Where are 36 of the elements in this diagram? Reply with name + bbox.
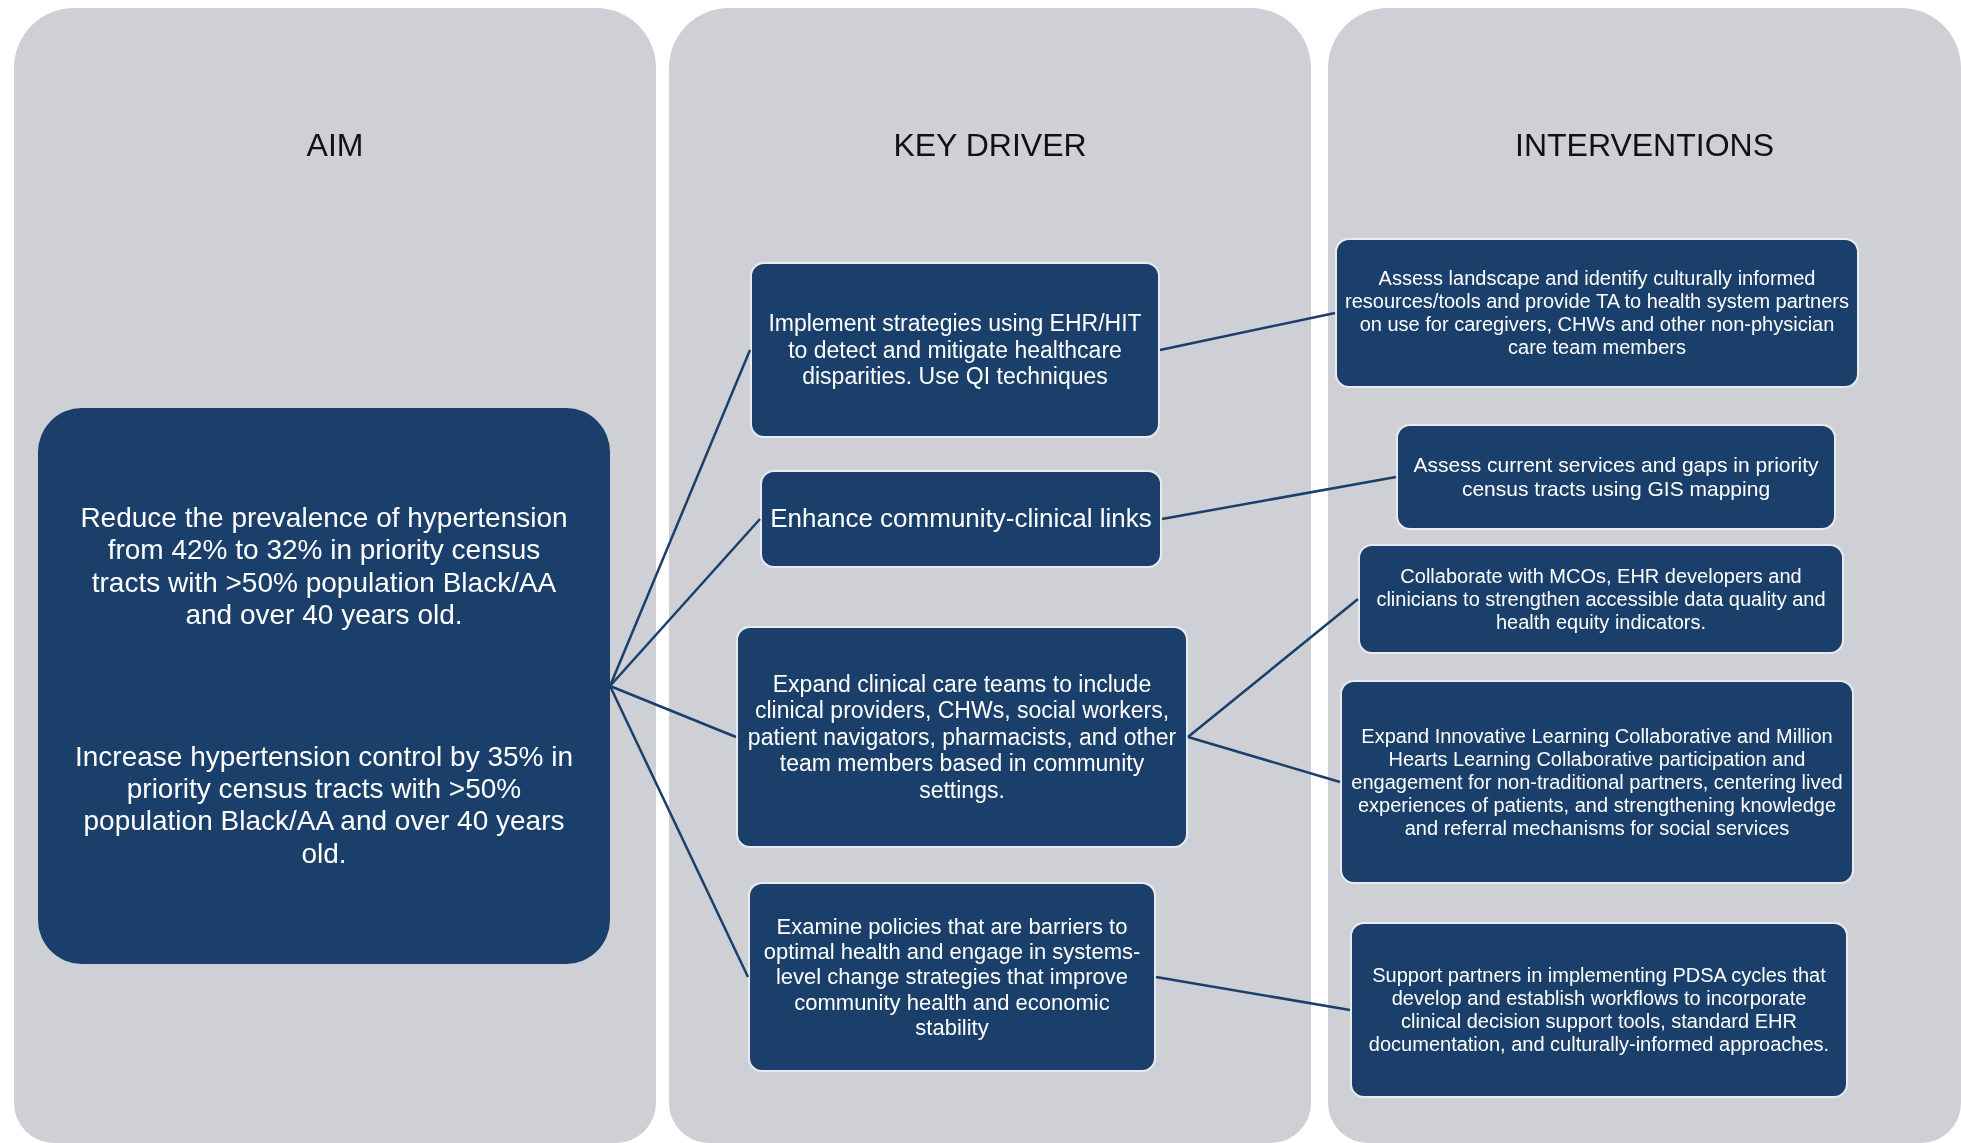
aim-box: [38, 408, 610, 964]
connector-line: [1187, 735, 1341, 784]
box-text: Enhance community-clinical links: [770, 504, 1152, 534]
driver-box: [1396, 424, 1836, 530]
connector-line: [609, 518, 761, 687]
driver-box: [1350, 922, 1848, 1098]
box-text: Expand Innovative Learning Collaborative and Million Hearts Learning Collaborative participation and engagement for non-traditional partners, centering lived experiences of patients, and strengthening knowledge and referral mechanisms for social services: [1350, 724, 1844, 840]
column-heading: AIM: [305, 126, 365, 165]
driver-box: [760, 470, 1162, 568]
connector-line: [608, 349, 752, 687]
connector-line: [609, 684, 737, 739]
box-text: Support partners in implementing PDSA cycles that develop and establish workflows to incorporate clinical decision support tools, standard EHR documentation, and culturally-informed approaches.: [1367, 964, 1831, 1056]
driver-box: [750, 262, 1160, 438]
column-panel: [14, 8, 656, 1143]
connector-line: [608, 685, 750, 978]
box-text: Assess landscape and identify culturally informed resources/tools and provide TA to health system partners on use for caregivers, CHWs and other non-physician care team members: [1345, 267, 1849, 359]
driver-box: [1335, 238, 1859, 388]
driver-box: [1340, 680, 1854, 884]
box-text: Expand clinical care teams to include clinical providers, CHWs, social workers, patient navigators, pharmacists, and other team members based in community settings.: [746, 670, 1178, 804]
box-text: Collaborate with MCOs, EHR developers and clinicians to strengthen accessible data quality and health equity indicators.: [1375, 564, 1827, 634]
box-text: Examine policies that are barriers to optimal health and engage in systems-level change strategies that improve community health and economic stability: [762, 913, 1142, 1041]
column-heading: INTERVENTIONS: [1514, 126, 1775, 165]
column-panel: [669, 8, 1311, 1143]
connector-line: [1161, 475, 1397, 521]
box-text: Implement strategies using EHR/HIT to detect and mitigate healthcare disparities. Use QI techniques: [767, 310, 1143, 390]
driver-box: [1358, 544, 1844, 654]
box-text: Reduce the prevalence of hypertension from 42% to 32% in priority census tracts with >50% population Black/AA and over 40 years old.: [79, 502, 569, 631]
column-heading: KEY DRIVER: [892, 126, 1088, 165]
driver-box: [748, 882, 1156, 1072]
driver-box: [736, 626, 1188, 848]
box-text: Increase hypertension control by 35% in priority census tracts with >50% population Black/AA and over 40 years old.: [73, 741, 575, 870]
connector-line: [1159, 311, 1336, 352]
connector-line: [1155, 975, 1351, 1012]
column-panel: [1328, 8, 1961, 1143]
box-text: Assess current services and gaps in priority census tracts using GIS mapping: [1412, 452, 1820, 502]
connector-line: [1187, 598, 1359, 738]
